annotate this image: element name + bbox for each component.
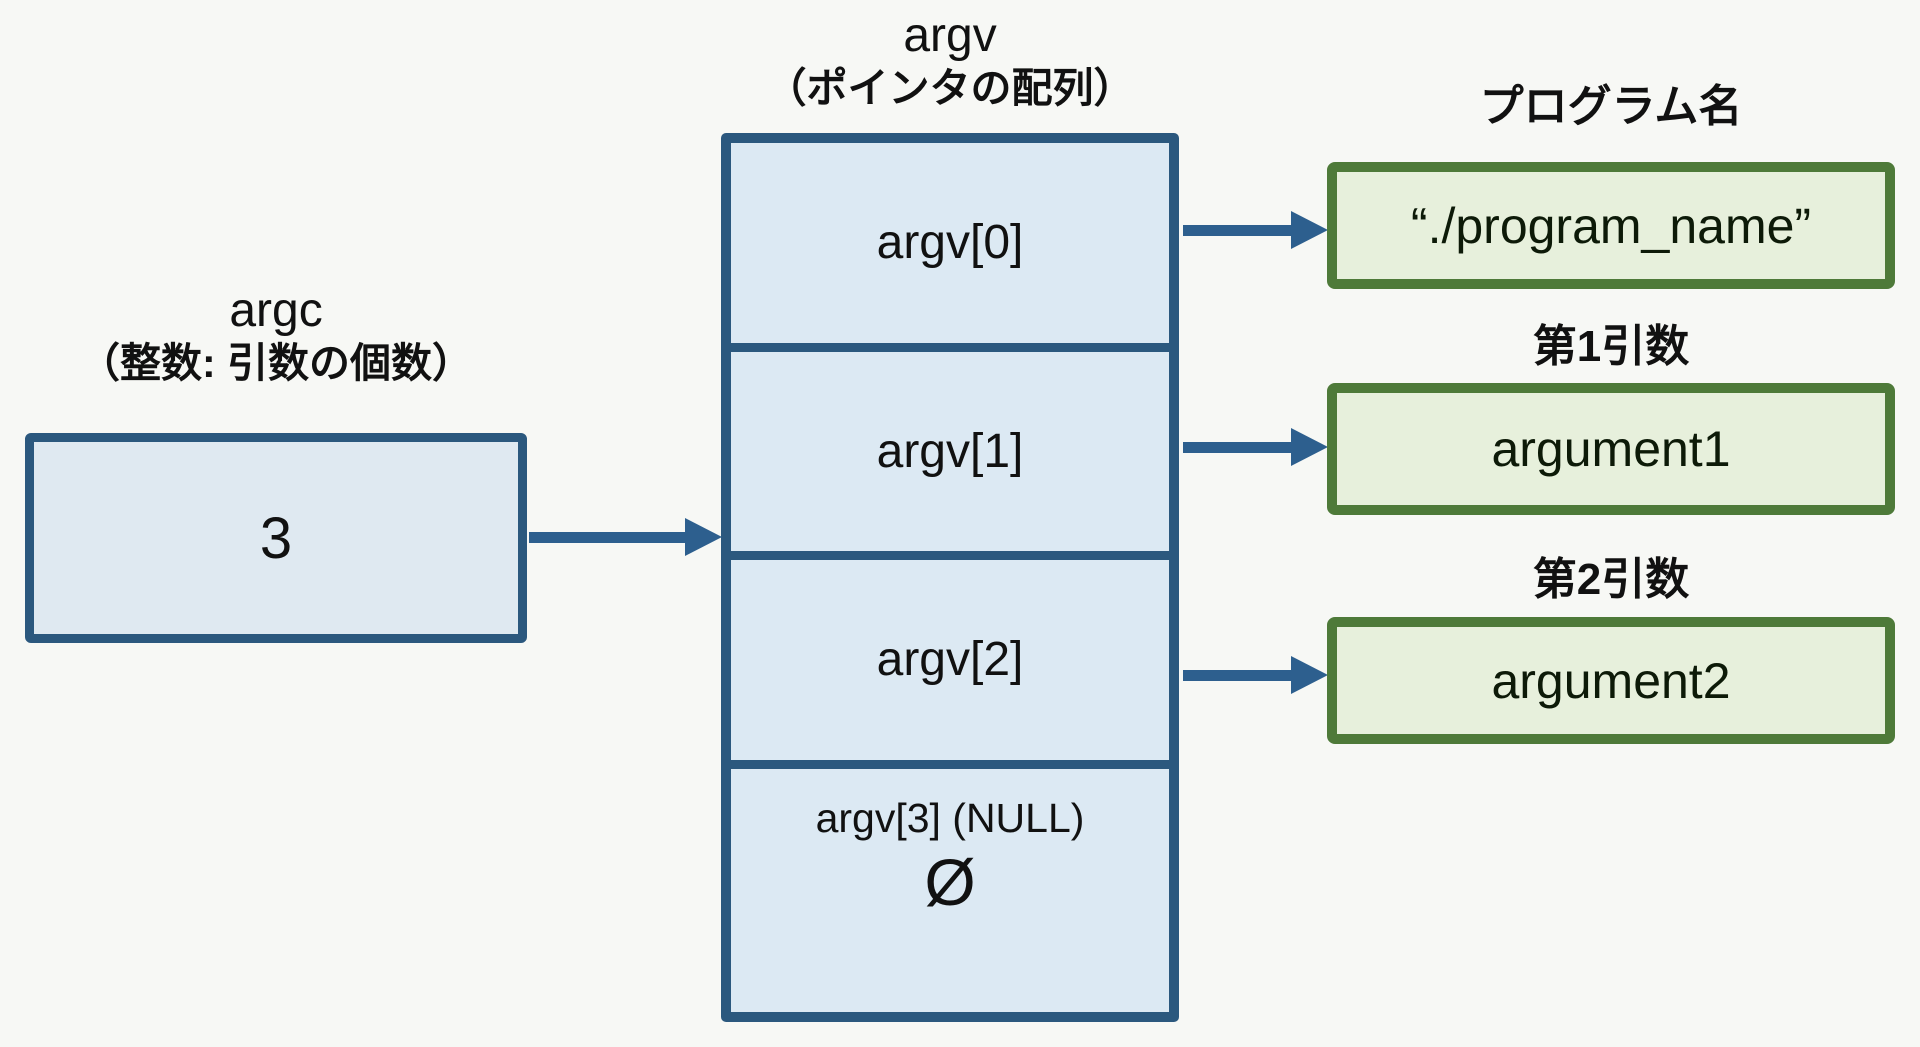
- argv-array-box: argv[0] argv[1] argv[2] argv[3] (NULL) Ø: [721, 133, 1179, 1022]
- argv-cell-2-label: argv[2]: [876, 633, 1024, 687]
- program-name-box: “./program_name”: [1327, 162, 1895, 289]
- argc-subtitle-text: （整数: 引数の個数）: [78, 340, 474, 387]
- argument1-box: argument1: [1327, 383, 1895, 515]
- argc-value: 3: [259, 505, 293, 571]
- argument2-box: argument2: [1327, 617, 1895, 744]
- argc-box: 3: [25, 433, 527, 643]
- arrow-argv0-to-program-name: [1183, 211, 1328, 249]
- argv-cell-1-label: argv[1]: [876, 424, 1024, 478]
- argument1-label: 第1引数: [1532, 322, 1690, 371]
- null-symbol: Ø: [924, 844, 976, 919]
- argument2-value: argument2: [1491, 652, 1731, 709]
- argv-cell-1: argv[1]: [731, 352, 1169, 561]
- argv-cell-0: argv[0]: [731, 143, 1169, 352]
- argument1-value: argument1: [1491, 421, 1731, 477]
- argc-title: argc （整数: 引数の個数）: [25, 283, 527, 387]
- argv-title-text: argv: [903, 9, 997, 62]
- argv-subtitle-text: （ポインタの配列）: [765, 65, 1135, 112]
- argv-cell-0-label: argv[0]: [876, 216, 1024, 270]
- argv-cell-2: argv[2]: [731, 560, 1169, 769]
- arrow-argv2-to-argument2: [1183, 656, 1328, 694]
- program-name-value: “./program_name”: [1410, 197, 1812, 254]
- program-name-label: プログラム名: [1479, 82, 1743, 131]
- argc-title-text: argc: [229, 284, 323, 337]
- argv-title: argv （ポインタの配列）: [721, 8, 1179, 112]
- arrow-argv1-to-argument1: [1183, 428, 1328, 466]
- argument2-label: 第2引数: [1532, 555, 1690, 604]
- arrow-argc-to-argv: [529, 518, 722, 556]
- argv-cell-3-null: argv[3] (NULL) Ø: [731, 769, 1169, 1012]
- argv-cell-3-label: argv[3] (NULL): [815, 794, 1085, 841]
